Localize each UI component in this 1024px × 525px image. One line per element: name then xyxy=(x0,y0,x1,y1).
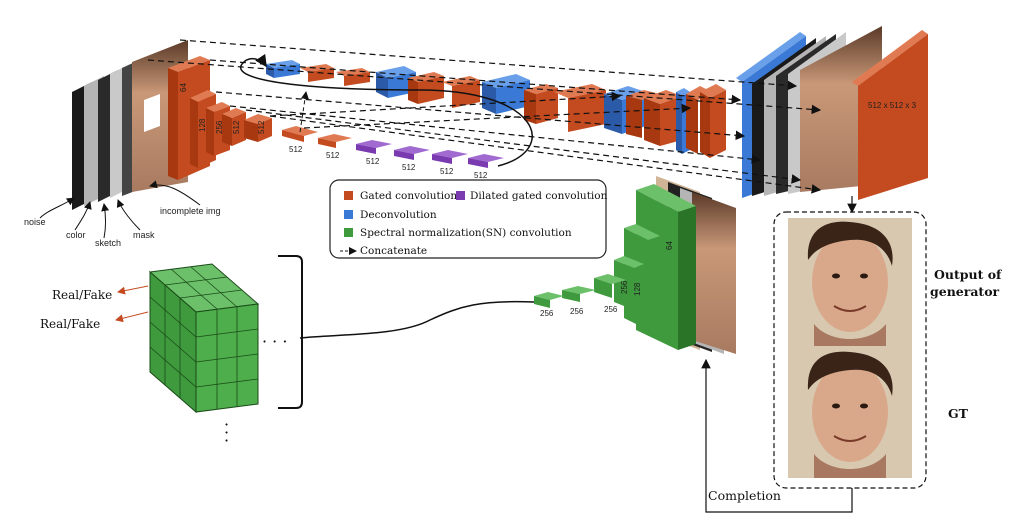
dim-128: 128 xyxy=(198,118,207,132)
output-bracket xyxy=(278,255,303,409)
results-panel xyxy=(773,211,927,489)
legend-gated-label: Gated convolution xyxy=(360,190,457,202)
output-dim-label: 512 x 512 x 3 xyxy=(868,101,917,110)
disc-dim-256c: 256 xyxy=(570,307,584,316)
gt-label: GT xyxy=(948,406,969,421)
legend-deconv-swatch xyxy=(344,210,353,219)
dilated-dim-1: 512 xyxy=(366,157,380,166)
legend-dilated-label: Dilated gated convolution xyxy=(470,190,608,202)
legend-deconv-label: Deconvolution xyxy=(360,209,437,221)
bottleneck-flow-arrow xyxy=(239,53,533,167)
output-label-line2: generator xyxy=(930,284,1000,299)
ellipsis-right: · · · xyxy=(262,332,287,351)
legend-concat-label: Concatenate xyxy=(360,245,427,257)
disc-dim-64: 64 xyxy=(665,241,674,250)
skip-connections xyxy=(147,39,822,194)
real-fake-1: Real/Fake xyxy=(52,288,112,302)
ellipsis-down-3: · xyxy=(224,431,229,450)
input-labels: noise color sketch mask incomplete img xyxy=(24,180,221,248)
dilated-dim-2: 512 xyxy=(402,163,416,172)
dilated-dim-4: 512 xyxy=(474,171,488,180)
legend-sn-label: Spectral normalization(SN) convolution xyxy=(360,227,572,239)
output-face xyxy=(788,218,912,346)
dim-512d: 512 xyxy=(326,151,340,160)
legend-sn-swatch xyxy=(344,228,353,237)
output-stack: 512 x 512 x 3 xyxy=(736,26,928,200)
dim-512b: 512 xyxy=(257,120,266,134)
input-color-label: color xyxy=(66,230,86,240)
dim-512c: 512 xyxy=(289,145,303,154)
dim-64: 64 xyxy=(179,83,188,92)
input-mask-label: mask xyxy=(133,230,155,240)
input-incomplete-label: incomplete img xyxy=(160,206,221,216)
legend-gated-swatch xyxy=(344,191,353,200)
dilated-dim-3: 512 xyxy=(440,167,454,176)
completion-label: Completion xyxy=(708,488,781,503)
output-label-line1: Output of xyxy=(934,267,1003,282)
disc-to-output-connector xyxy=(299,300,535,339)
ellipsis-down-2: · xyxy=(224,423,229,442)
completion-feedback-arrow xyxy=(701,358,853,513)
dim-256: 256 xyxy=(215,120,224,134)
gt-face xyxy=(788,346,912,478)
encoder xyxy=(168,56,352,180)
input-sketch-label: sketch xyxy=(95,238,121,248)
legend: Gated convolution Dilated gated convolut… xyxy=(329,179,608,259)
real-fake-2: Real/Fake xyxy=(40,317,100,331)
output-cube xyxy=(148,263,260,414)
disc-dim-256b: 256 xyxy=(604,305,618,314)
ellipsis-down-1: · xyxy=(224,415,229,434)
legend-dilated-swatch xyxy=(456,191,465,200)
disc-dim-256a: 256 xyxy=(620,280,629,294)
disc-dim-256d: 256 xyxy=(540,309,554,318)
input-noise-label: noise xyxy=(24,217,46,227)
cube-grid xyxy=(149,266,259,409)
real-fake-labels: Real/Fake Real/Fake xyxy=(40,285,149,331)
legend-box xyxy=(329,179,607,259)
dim-512a: 512 xyxy=(232,120,241,134)
encoder-dims: 64 128 256 512 512 512 512 xyxy=(179,83,340,160)
disc-dim-128: 128 xyxy=(633,282,642,296)
dilated-blocks: 512 512 512 512 xyxy=(356,140,504,180)
final-output-layer xyxy=(858,34,928,200)
discriminator: 64 128 256 256 256 256 xyxy=(534,176,736,354)
